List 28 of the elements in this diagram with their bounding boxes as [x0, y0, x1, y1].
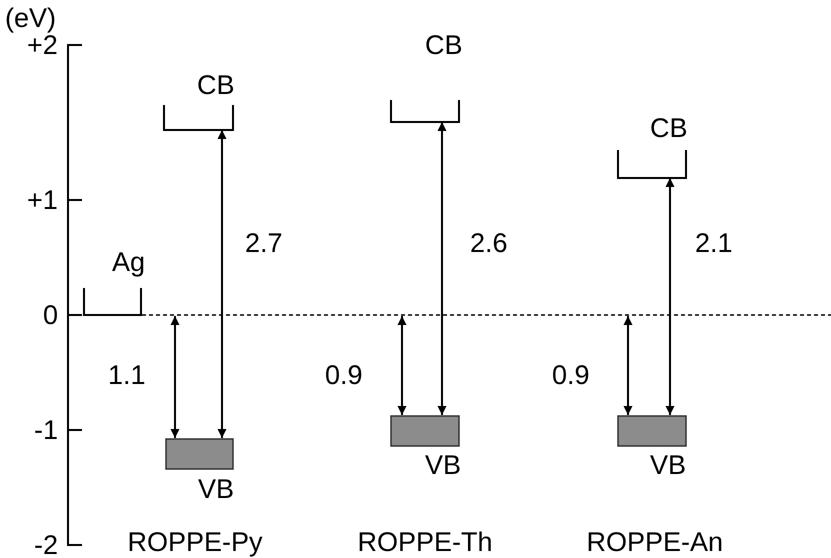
band-label: VB — [425, 450, 462, 480]
band-label: VB — [650, 450, 686, 480]
band-label: Ag — [112, 247, 146, 277]
arrow — [438, 122, 446, 415]
edge-label: 1.1 — [108, 360, 146, 390]
edge-label: 0.9 — [325, 360, 363, 390]
compound-label: ROPPE-Py — [128, 527, 263, 557]
band-label: CB — [197, 70, 235, 100]
zero-level-line — [142, 314, 831, 316]
edge-label: 2.7 — [245, 228, 283, 258]
edge-label: 0.9 — [552, 360, 590, 390]
tick-label: +1 — [27, 185, 58, 215]
tick-label: -1 — [34, 415, 58, 445]
edge-label: 2.1 — [695, 228, 733, 258]
unit-label: (eV) — [5, 3, 56, 33]
band-label: CB — [425, 30, 463, 60]
tick-label: -2 — [34, 530, 58, 558]
arrow — [666, 178, 674, 415]
band-label: VB — [198, 474, 234, 504]
compound-label: ROPPE-An — [586, 527, 724, 557]
arrow — [398, 316, 406, 415]
arrow — [170, 316, 180, 438]
band-label: CB — [650, 113, 688, 143]
arrow — [624, 316, 632, 415]
edge-label: 2.6 — [470, 228, 508, 258]
compound-label: ROPPE-Th — [358, 527, 493, 557]
arrow — [218, 130, 226, 438]
tick-label: 0 — [43, 300, 58, 330]
